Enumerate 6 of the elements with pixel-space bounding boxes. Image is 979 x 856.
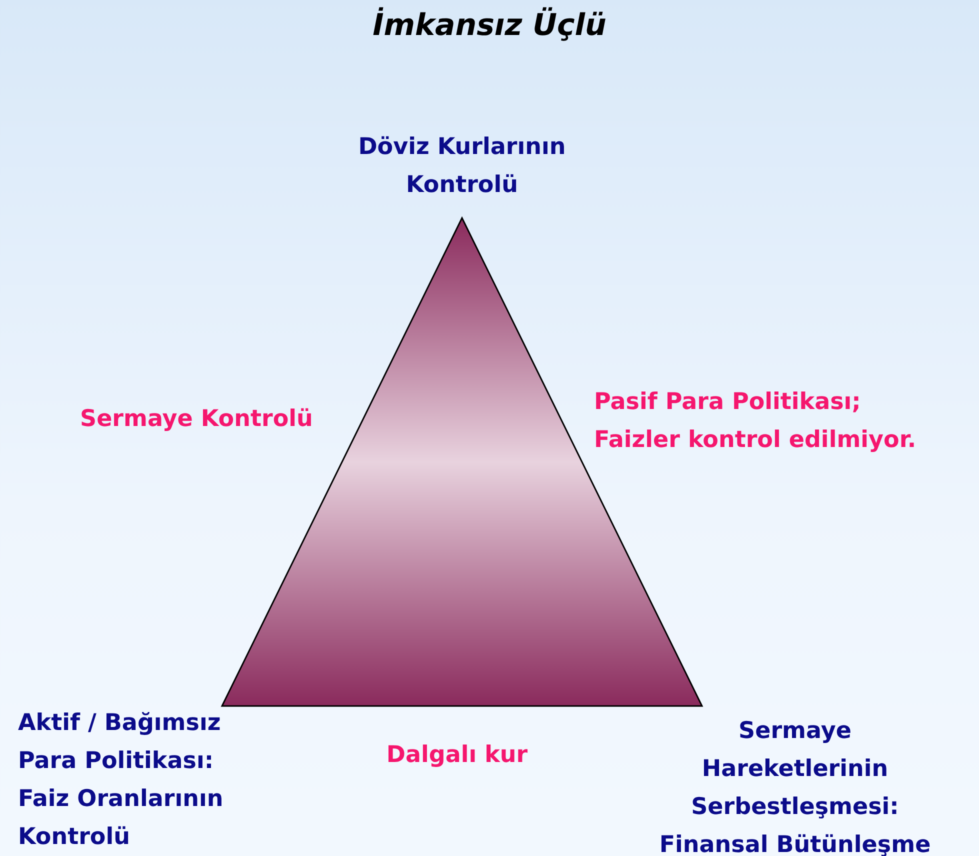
vertex-label: Aktif / Bağımsız Para Politikası: Faiz Oranlarının Kontrolü xyxy=(18,709,224,852)
title: İmkansız Üçlü xyxy=(372,8,608,43)
side-label: Sermaye Kontrolü xyxy=(80,405,314,434)
side-label: Dalgalı kur xyxy=(385,741,529,770)
side-label: Pasif Para Politikası; Faizler kontrol edilmiyor. xyxy=(594,388,918,455)
vertex-label: Döviz Kurlarının Kontrolü xyxy=(357,133,567,200)
